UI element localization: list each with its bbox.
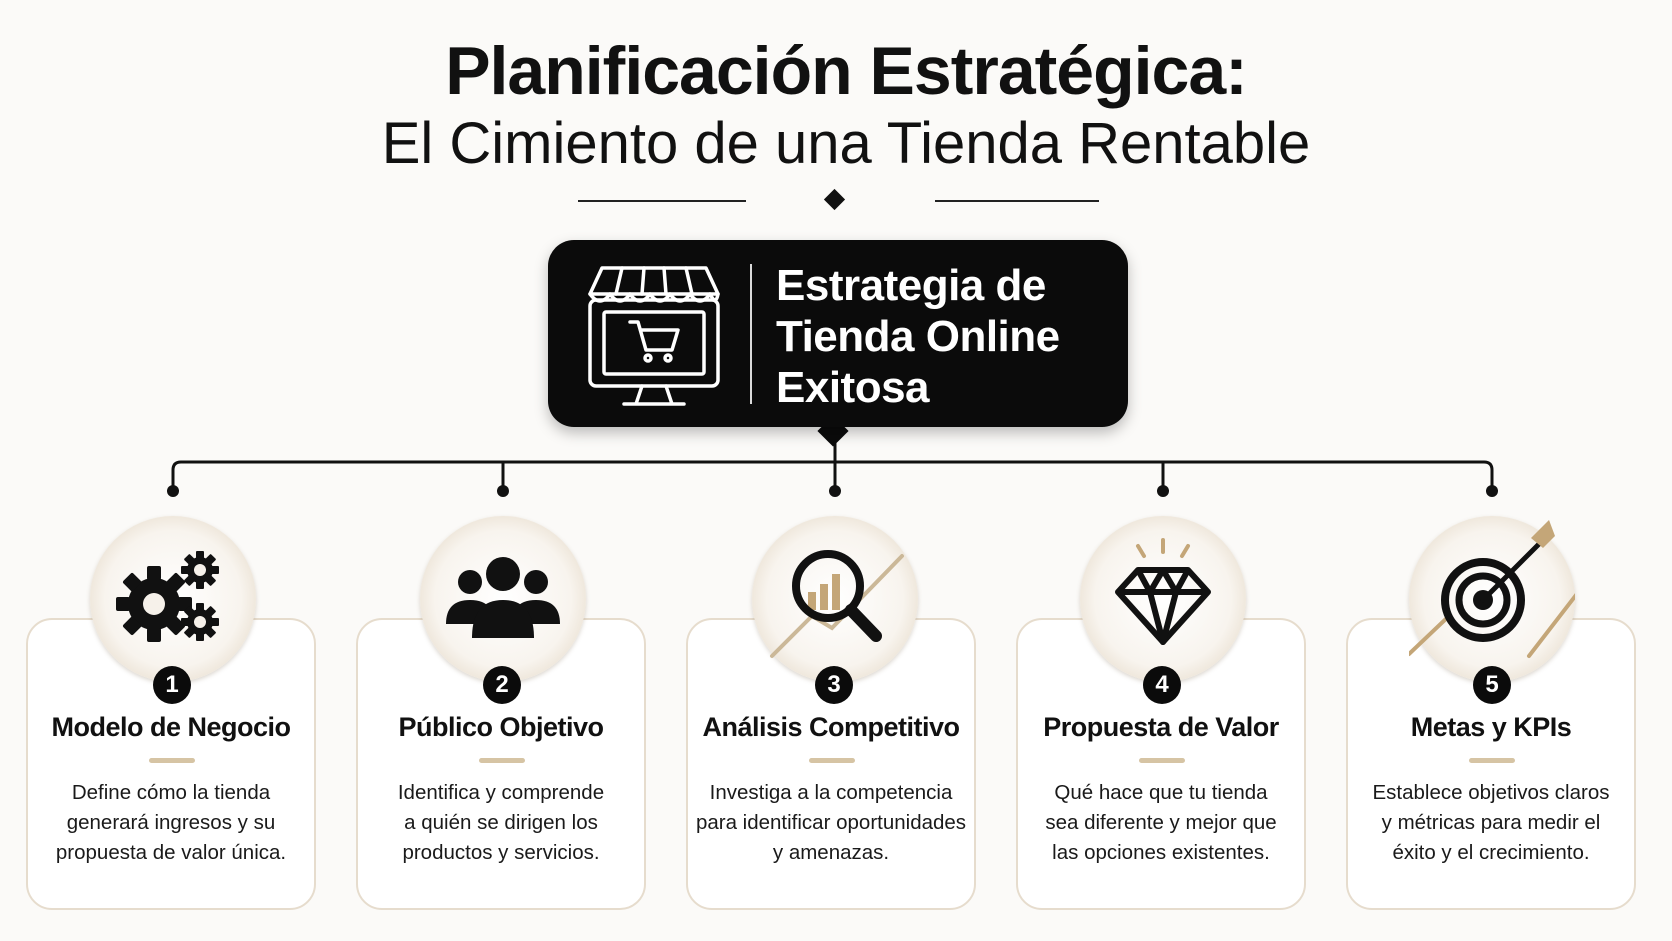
hub-title-line-2: Tienda Online: [776, 312, 1060, 361]
people-group-icon: [446, 557, 560, 638]
magnifier-chart-icon: [770, 550, 904, 658]
step-3-desc-line-1: Investiga a la competencia: [709, 781, 953, 804]
gears-icon: [116, 551, 219, 642]
step-description-2: Identifica y comprende a quién se dirige…: [361, 778, 641, 868]
step-description-4: Qué hace que tu tienda sea diferente y m…: [1021, 778, 1301, 868]
step-5-desc-line-2: y métricas para medir el: [1381, 811, 1601, 834]
step-rule-1: [149, 758, 195, 763]
hub-title: Estrategia de Tienda Online Exitosa: [776, 260, 1116, 413]
step-badge-3: [752, 516, 918, 682]
step-rule-2: [479, 758, 525, 763]
connector-dot-2: [497, 485, 509, 497]
step-number-4: 4: [1143, 666, 1181, 704]
divider-line-left: [578, 200, 746, 202]
step-title-1: Modelo de Negocio: [51, 712, 291, 742]
central-hub: Estrategia de Tienda Online Exitosa: [548, 240, 1128, 427]
step-title-5: Metas y KPIs: [1410, 712, 1572, 742]
step-description-3: Investiga a la competencia para identifi…: [691, 778, 971, 868]
diamond-icon: [1115, 538, 1211, 645]
step-badge-2: [420, 516, 586, 682]
step-2-desc-line-3: productos y servicios.: [402, 841, 600, 864]
connector-dot-1: [167, 485, 179, 497]
connector-dot-4: [1157, 485, 1169, 497]
step-number-2: 2: [483, 666, 521, 704]
step-rule-5: [1469, 758, 1515, 763]
step-number-3: 3: [815, 666, 853, 704]
step-1-desc-line-3: propuesta de valor única.: [55, 841, 287, 864]
step-title-3: Análisis Competitivo: [702, 712, 960, 742]
step-number-1: 1: [153, 666, 191, 704]
step-title-4: Propuesta de Valor: [1043, 712, 1279, 742]
step-rule-4: [1139, 758, 1185, 763]
page-title: Planificación Estratégica:: [445, 33, 1248, 109]
step-3-desc-line-3: y amenazas.: [772, 841, 890, 864]
step-badge-4: [1080, 516, 1246, 682]
hub-title-line-1: Estrategia de: [776, 261, 1046, 310]
hub-title-line-3: Exitosa: [776, 363, 930, 412]
step-3-desc-line-2: para identificar oportunidades: [695, 811, 967, 834]
step-badge-5: [1409, 516, 1575, 682]
step-description-1: Define cómo la tienda generará ingresos …: [31, 778, 311, 868]
step-rule-3: [809, 758, 855, 763]
connector-dot-3: [829, 485, 841, 497]
step-5-desc-line-1: Establece objetivos claros: [1372, 781, 1610, 804]
step-number-5: 5: [1473, 666, 1511, 704]
step-2-desc-line-1: Identifica y comprende: [397, 781, 605, 804]
step-badge-1: [90, 516, 256, 682]
step-1-desc-line-2: generará ingresos y su: [66, 811, 276, 834]
divider-diamond-icon: [823, 188, 846, 211]
hub-separator: [750, 264, 752, 404]
target-arrow-icon: [1409, 520, 1575, 658]
step-5-desc-line-3: éxito y el crecimiento.: [1392, 841, 1590, 864]
step-4-desc-line-2: sea diferente y mejor que: [1045, 811, 1277, 834]
step-1-desc-line-1: Define cómo la tienda: [71, 781, 271, 804]
divider-line-right: [935, 200, 1099, 202]
connector-dot-5: [1486, 485, 1498, 497]
step-4-desc-line-1: Qué hace que tu tienda: [1054, 781, 1268, 804]
step-2-desc-line-2: a quién se dirigen los: [404, 811, 598, 834]
step-description-5: Establece objetivos claros y métricas pa…: [1351, 778, 1631, 868]
online-store-monitor-icon: [588, 266, 720, 406]
page-subtitle: El Cimiento de una Tienda Rentable: [381, 111, 1311, 176]
step-title-2: Público Objetivo: [398, 712, 604, 742]
step-4-desc-line-3: las opciones existentes.: [1052, 841, 1270, 864]
